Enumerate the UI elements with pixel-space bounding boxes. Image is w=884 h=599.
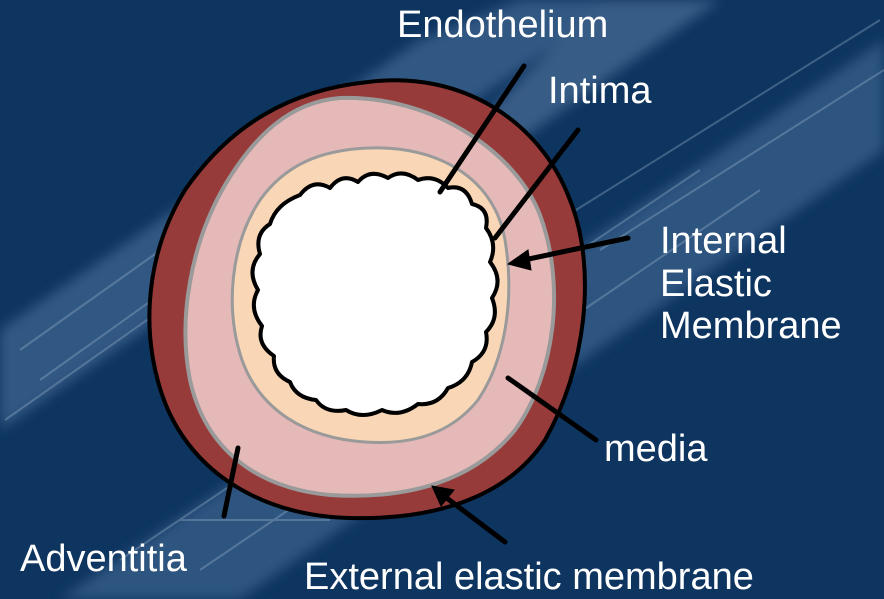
external-elastic-membrane-arrow-line <box>444 496 505 542</box>
internal-elastic-membrane-label-line: Internal <box>660 220 842 263</box>
adventitia-label: Adventitia <box>20 538 187 581</box>
intima-label: Intima <box>548 70 651 113</box>
lumen-endothelium <box>252 173 497 415</box>
endothelium-label: Endothelium <box>397 4 608 47</box>
internal-elastic-membrane-label-line: Elastic <box>660 263 842 306</box>
media-label: media <box>604 428 708 471</box>
internal-elastic-membrane-label-line: Membrane <box>660 305 842 348</box>
internal-elastic-membrane-label: Internal Elastic Membrane <box>660 220 842 348</box>
external-elastic-membrane-label: External elastic membrane <box>304 556 754 599</box>
